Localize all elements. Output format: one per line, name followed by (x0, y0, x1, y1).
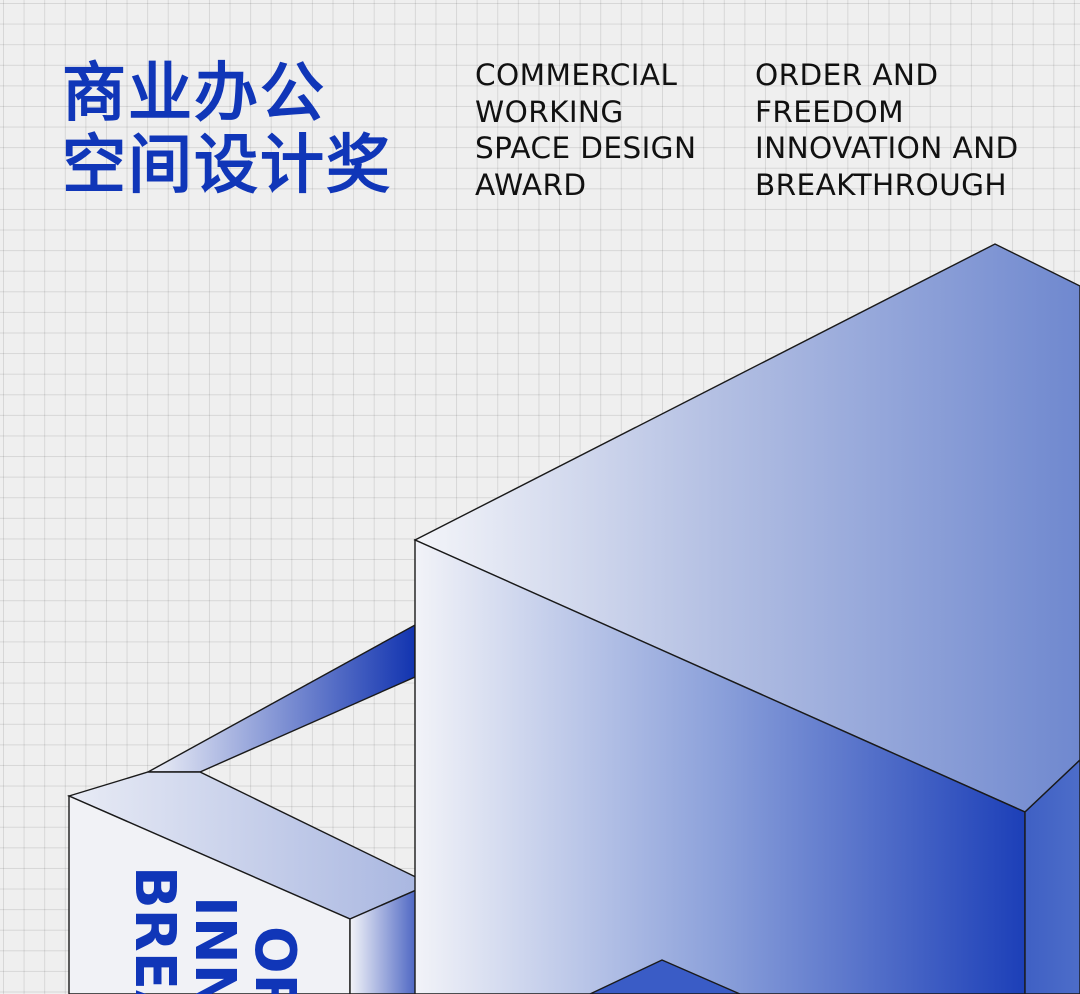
award-title-cn-line-1: 商业办公 (62, 57, 326, 131)
large-block-front (414, 538, 1026, 994)
award-title-cn: 商业办公 空间设计奖 (62, 58, 392, 202)
side-text-inn: INN (182, 896, 247, 994)
award-name-en-line-2: WORKING (475, 94, 624, 129)
award-name-en-line-3: SPACE DESIGN (475, 131, 697, 166)
award-title-cn-line-2: 空间设计奖 (62, 129, 392, 203)
small-block-front (68, 794, 351, 994)
award-theme-en: ORDER AND FREEDOM INNOVATION AND BREAKTH… (755, 57, 1019, 203)
award-theme-en-line-4: BREAKTHROUGH (755, 167, 1007, 202)
award-name-en: COMMERCIAL WORKING SPACE DESIGN AWARD (475, 57, 696, 203)
side-text-brea: BREA (122, 866, 187, 994)
award-theme-en-line-1: ORDER AND (755, 58, 939, 92)
award-theme-en-line-2: FREEDOM (755, 94, 904, 129)
block-connector-arm (147, 623, 416, 773)
award-name-en-line-1: COMMERCIAL (475, 58, 678, 92)
award-name-en-line-4: AWARD (475, 167, 587, 202)
large-block-side (1024, 759, 1080, 994)
small-block-side (349, 882, 431, 994)
side-text-or: OR (242, 926, 307, 994)
award-theme-en-line-3: INNOVATION AND (755, 131, 1019, 166)
bottom-block-top (589, 959, 741, 994)
